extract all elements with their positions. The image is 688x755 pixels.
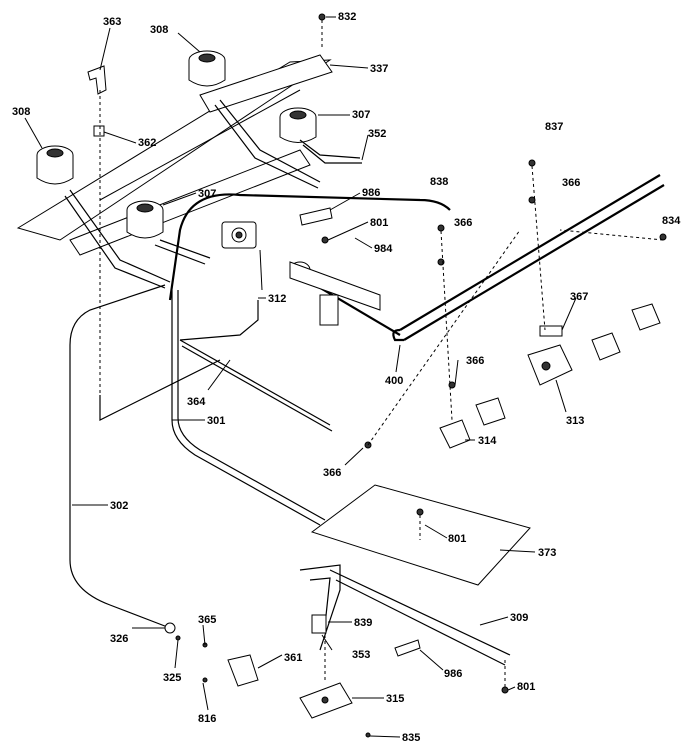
label-834: 834 xyxy=(662,215,681,227)
label-309: 309 xyxy=(510,612,528,624)
label-363: 363 xyxy=(103,16,121,28)
label-313: 313 xyxy=(566,415,584,427)
burner-tube-front xyxy=(159,239,211,259)
label-816: 816 xyxy=(198,713,216,725)
part-362 xyxy=(93,125,105,137)
label-326: 326 xyxy=(110,633,128,645)
fitting-325 xyxy=(175,635,181,641)
oven-burner-309 xyxy=(329,569,511,656)
baffle-373 xyxy=(310,484,531,586)
label-325: 325 xyxy=(163,672,181,684)
label-364: 364 xyxy=(187,396,206,408)
screw-838 xyxy=(437,224,445,232)
fitting-326 xyxy=(164,622,176,634)
burner-308-top xyxy=(188,50,226,87)
label-314: 314 xyxy=(478,435,497,447)
label-984: 984 xyxy=(374,243,393,255)
burner-tube-rear xyxy=(219,99,321,183)
valve-a xyxy=(475,397,506,426)
label-801-upper: 801 xyxy=(370,217,388,229)
label-315: 315 xyxy=(386,693,404,705)
label-307-front: 307 xyxy=(198,188,216,200)
label-307-right: 307 xyxy=(352,109,370,121)
clip-363 xyxy=(87,65,107,95)
burner-307-front xyxy=(126,200,164,239)
label-366-b: 366 xyxy=(454,217,472,229)
label-308-left: 308 xyxy=(12,106,30,118)
valve-313 xyxy=(527,344,573,386)
label-353: 353 xyxy=(352,649,370,661)
thermostat-361 xyxy=(227,654,259,687)
valve-b xyxy=(591,332,621,361)
label-373: 373 xyxy=(538,547,556,559)
label-837: 837 xyxy=(545,121,563,133)
label-839: 839 xyxy=(354,617,372,629)
label-366-a: 366 xyxy=(562,177,580,189)
gas-tube-364 xyxy=(179,339,331,426)
orifice-986a xyxy=(299,207,333,226)
nut-801b xyxy=(416,508,424,516)
screw-832 xyxy=(318,13,326,21)
burner-307-right xyxy=(279,107,317,143)
oven-burner-tube xyxy=(299,564,341,651)
label-366-c: 366 xyxy=(466,355,484,367)
label-302: 302 xyxy=(110,500,128,512)
manifold-rail xyxy=(399,174,661,331)
label-986-lower: 986 xyxy=(444,668,462,680)
label-362: 362 xyxy=(138,137,156,149)
nut-801a xyxy=(321,236,329,244)
label-361: 361 xyxy=(284,652,302,664)
label-366-d: 366 xyxy=(323,467,341,479)
pressure-regulator xyxy=(221,221,257,249)
label-835: 835 xyxy=(402,732,420,744)
fitting-816 xyxy=(202,677,208,683)
screw-834 xyxy=(659,233,667,241)
label-400: 400 xyxy=(385,375,403,387)
pilot-tube-312 xyxy=(179,300,259,341)
label-986-upper: 986 xyxy=(362,187,380,199)
burner-tube-352 xyxy=(299,139,361,159)
gas-tube-302 xyxy=(69,284,171,629)
screw-837 xyxy=(528,159,536,167)
screw-835 xyxy=(365,732,371,738)
safety-valve-315 xyxy=(299,682,353,719)
valve-314 xyxy=(439,419,471,449)
nut-801c xyxy=(501,686,509,694)
label-365: 365 xyxy=(198,614,216,626)
manifold-bracket xyxy=(319,294,339,326)
label-367: 367 xyxy=(570,291,588,303)
label-308-top: 308 xyxy=(150,24,168,36)
burner-tube-left xyxy=(69,189,171,283)
orifice-986b xyxy=(394,639,421,657)
label-838: 838 xyxy=(430,176,448,188)
label-801-middle: 801 xyxy=(448,533,466,545)
label-301: 301 xyxy=(207,415,225,427)
burner-308-left xyxy=(36,145,74,185)
label-337: 337 xyxy=(370,63,388,75)
bracket-839 xyxy=(311,614,327,634)
label-801-lower: 801 xyxy=(517,681,535,693)
bracket-367 xyxy=(539,325,563,337)
label-352: 352 xyxy=(368,128,386,140)
label-832: 832 xyxy=(338,11,356,23)
label-312: 312 xyxy=(268,293,286,305)
manifold-pipe-400 xyxy=(168,193,451,301)
valve-c xyxy=(631,303,661,331)
nut-366a xyxy=(528,196,536,204)
